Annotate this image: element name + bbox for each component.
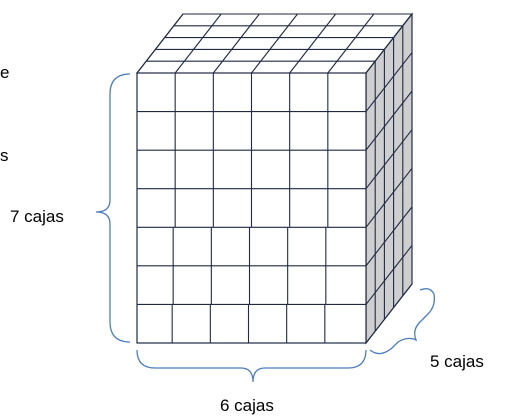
depth-label: 5 cajas <box>430 352 484 371</box>
side-face-line <box>365 167 413 228</box>
side-face-line <box>365 90 413 151</box>
top-face-line <box>251 13 298 74</box>
left-edge-text-fragment-1: e <box>0 63 9 82</box>
side-face-line <box>365 129 413 190</box>
top-face-line <box>327 13 375 74</box>
side-face-line <box>365 283 413 344</box>
height-label: 7 cajas <box>10 207 64 226</box>
height-brace <box>95 73 131 343</box>
side-face-grid <box>365 12 413 345</box>
top-face-line <box>212 13 260 74</box>
top-face-grid <box>135 13 414 74</box>
width-label: 6 cajas <box>220 396 274 415</box>
top-face-line <box>136 13 184 74</box>
side-face-line <box>365 206 413 267</box>
left-edge-text-fragment-2: s <box>0 146 9 165</box>
side-face-line <box>365 13 413 74</box>
side-face-line <box>365 52 413 112</box>
front-face-grid <box>136 72 367 344</box>
side-face-line <box>365 245 413 305</box>
top-face-line <box>289 13 337 74</box>
width-brace <box>136 349 367 383</box>
top-face-line <box>174 13 222 74</box>
depth-brace <box>369 288 436 355</box>
dimension-braces <box>95 73 436 383</box>
